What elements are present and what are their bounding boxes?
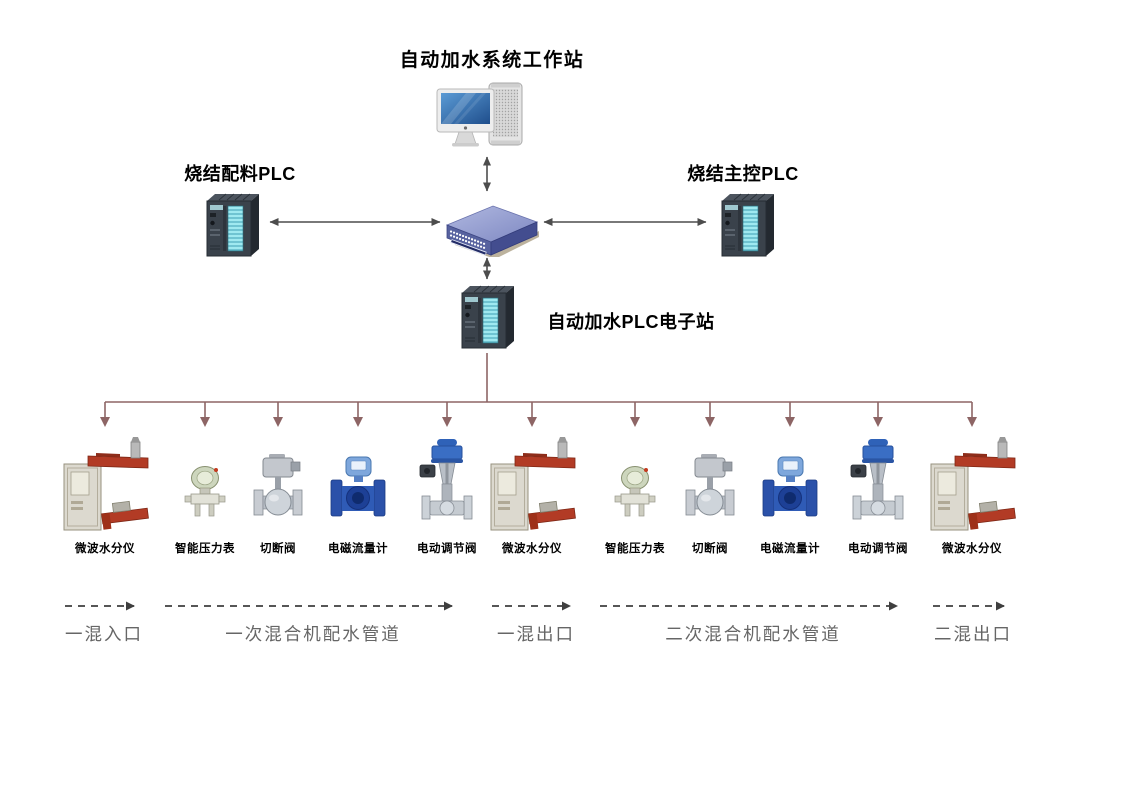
device-flowmeter-1	[329, 455, 387, 517]
control-valve-icon	[417, 438, 477, 526]
pressure-gauge-icon	[610, 462, 660, 520]
device-shutoff-valve-2	[679, 453, 741, 519]
device-control-valve-2	[848, 438, 908, 526]
device-label: 智能压力表	[175, 543, 235, 555]
device-pressure-gauge-1	[180, 462, 230, 520]
zone-label-mixer1-inlet: 一混入口	[65, 624, 143, 644]
moisture-meter-icon	[485, 437, 580, 537]
device-label: 电动调节阀	[848, 543, 908, 555]
water-plc-image	[452, 281, 518, 353]
device-label: 微波水分仪	[75, 543, 135, 555]
plc-icon	[452, 281, 518, 353]
batching-plc-label: 烧结配料PLC	[184, 164, 296, 184]
device-label: 电磁流量计	[328, 543, 388, 555]
field-bus	[100, 353, 977, 427]
device-shutoff-valve-1	[247, 453, 309, 519]
master-plc-image	[712, 189, 778, 261]
zone-label-mixer2-pipe: 二次混合机配水管道	[665, 624, 841, 644]
water-plc-label: 自动加水PLC电子站	[547, 312, 715, 332]
ethernet-switch-image	[443, 195, 539, 257]
device-pressure-gauge-2	[610, 462, 660, 520]
device-label: 电动调节阀	[417, 543, 477, 555]
plc-icon	[197, 189, 263, 261]
flowmeter-icon	[329, 455, 387, 517]
network-links	[269, 156, 707, 280]
shutoff-valve-icon	[247, 453, 309, 519]
device-flowmeter-2	[761, 455, 819, 517]
device-label: 微波水分仪	[502, 543, 562, 555]
device-moisture-meter-1	[58, 437, 153, 537]
device-label: 切断阀	[260, 543, 296, 555]
computer-workstation-icon	[432, 80, 537, 152]
moisture-meter-icon	[925, 437, 1020, 537]
device-label: 电磁流量计	[760, 543, 820, 555]
zone-label-mixer1-outlet: 一混出口	[497, 624, 575, 644]
flowmeter-icon	[761, 455, 819, 517]
control-valve-icon	[848, 438, 908, 526]
zone-label-mixer1-pipe: 一次混合机配水管道	[225, 624, 401, 644]
device-label: 智能压力表	[605, 543, 665, 555]
ethernet-switch-icon	[443, 195, 539, 257]
batching-plc-image	[197, 189, 263, 261]
device-control-valve-1	[417, 438, 477, 526]
moisture-meter-icon	[58, 437, 153, 537]
shutoff-valve-icon	[679, 453, 741, 519]
device-moisture-meter-3	[925, 437, 1020, 537]
device-label: 切断阀	[692, 543, 728, 555]
device-label: 微波水分仪	[942, 543, 1002, 555]
pressure-gauge-icon	[180, 462, 230, 520]
device-moisture-meter-2	[485, 437, 580, 537]
master-plc-label: 烧结主控PLC	[687, 164, 799, 184]
plc-icon	[712, 189, 778, 261]
zone-label-mixer2-outlet: 二混出口	[934, 624, 1012, 644]
workstation-image	[432, 80, 537, 152]
workstation-title: 自动加水系统工作站	[399, 50, 585, 71]
